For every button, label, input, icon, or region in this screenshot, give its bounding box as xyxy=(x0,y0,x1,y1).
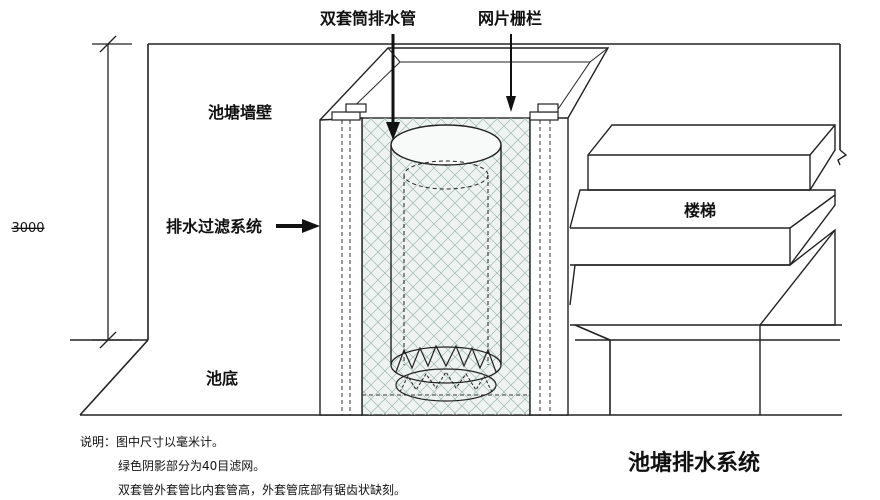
label-stairs: 楼梯 xyxy=(684,201,716,220)
label-wall: 池塘墙壁 xyxy=(208,103,272,122)
dimension-line xyxy=(92,35,132,349)
diagram-title: 池塘排水系统 xyxy=(628,450,760,476)
label-grille: 网片栅栏 xyxy=(478,9,542,28)
label-pipe: 双套筒排水管 xyxy=(320,9,416,28)
filter-pit xyxy=(319,47,610,416)
double-sleeve-pipe xyxy=(390,124,502,402)
label-filter: 排水过滤系统 xyxy=(166,217,262,236)
note-line-1: 说明：图中尺寸以毫米计。 xyxy=(80,434,224,449)
label-bottom: 池底 xyxy=(206,369,238,388)
callout-arrows xyxy=(276,34,516,233)
dimension-value: 3000 xyxy=(11,221,44,236)
note-line-3: 双套管外套管比内套管高，外套管底部有锯齿状缺刻。 xyxy=(118,482,406,497)
break-mark xyxy=(837,149,848,166)
stairs xyxy=(569,124,842,415)
note-line-2: 绿色阴影部分为40目滤网。 xyxy=(118,458,265,473)
